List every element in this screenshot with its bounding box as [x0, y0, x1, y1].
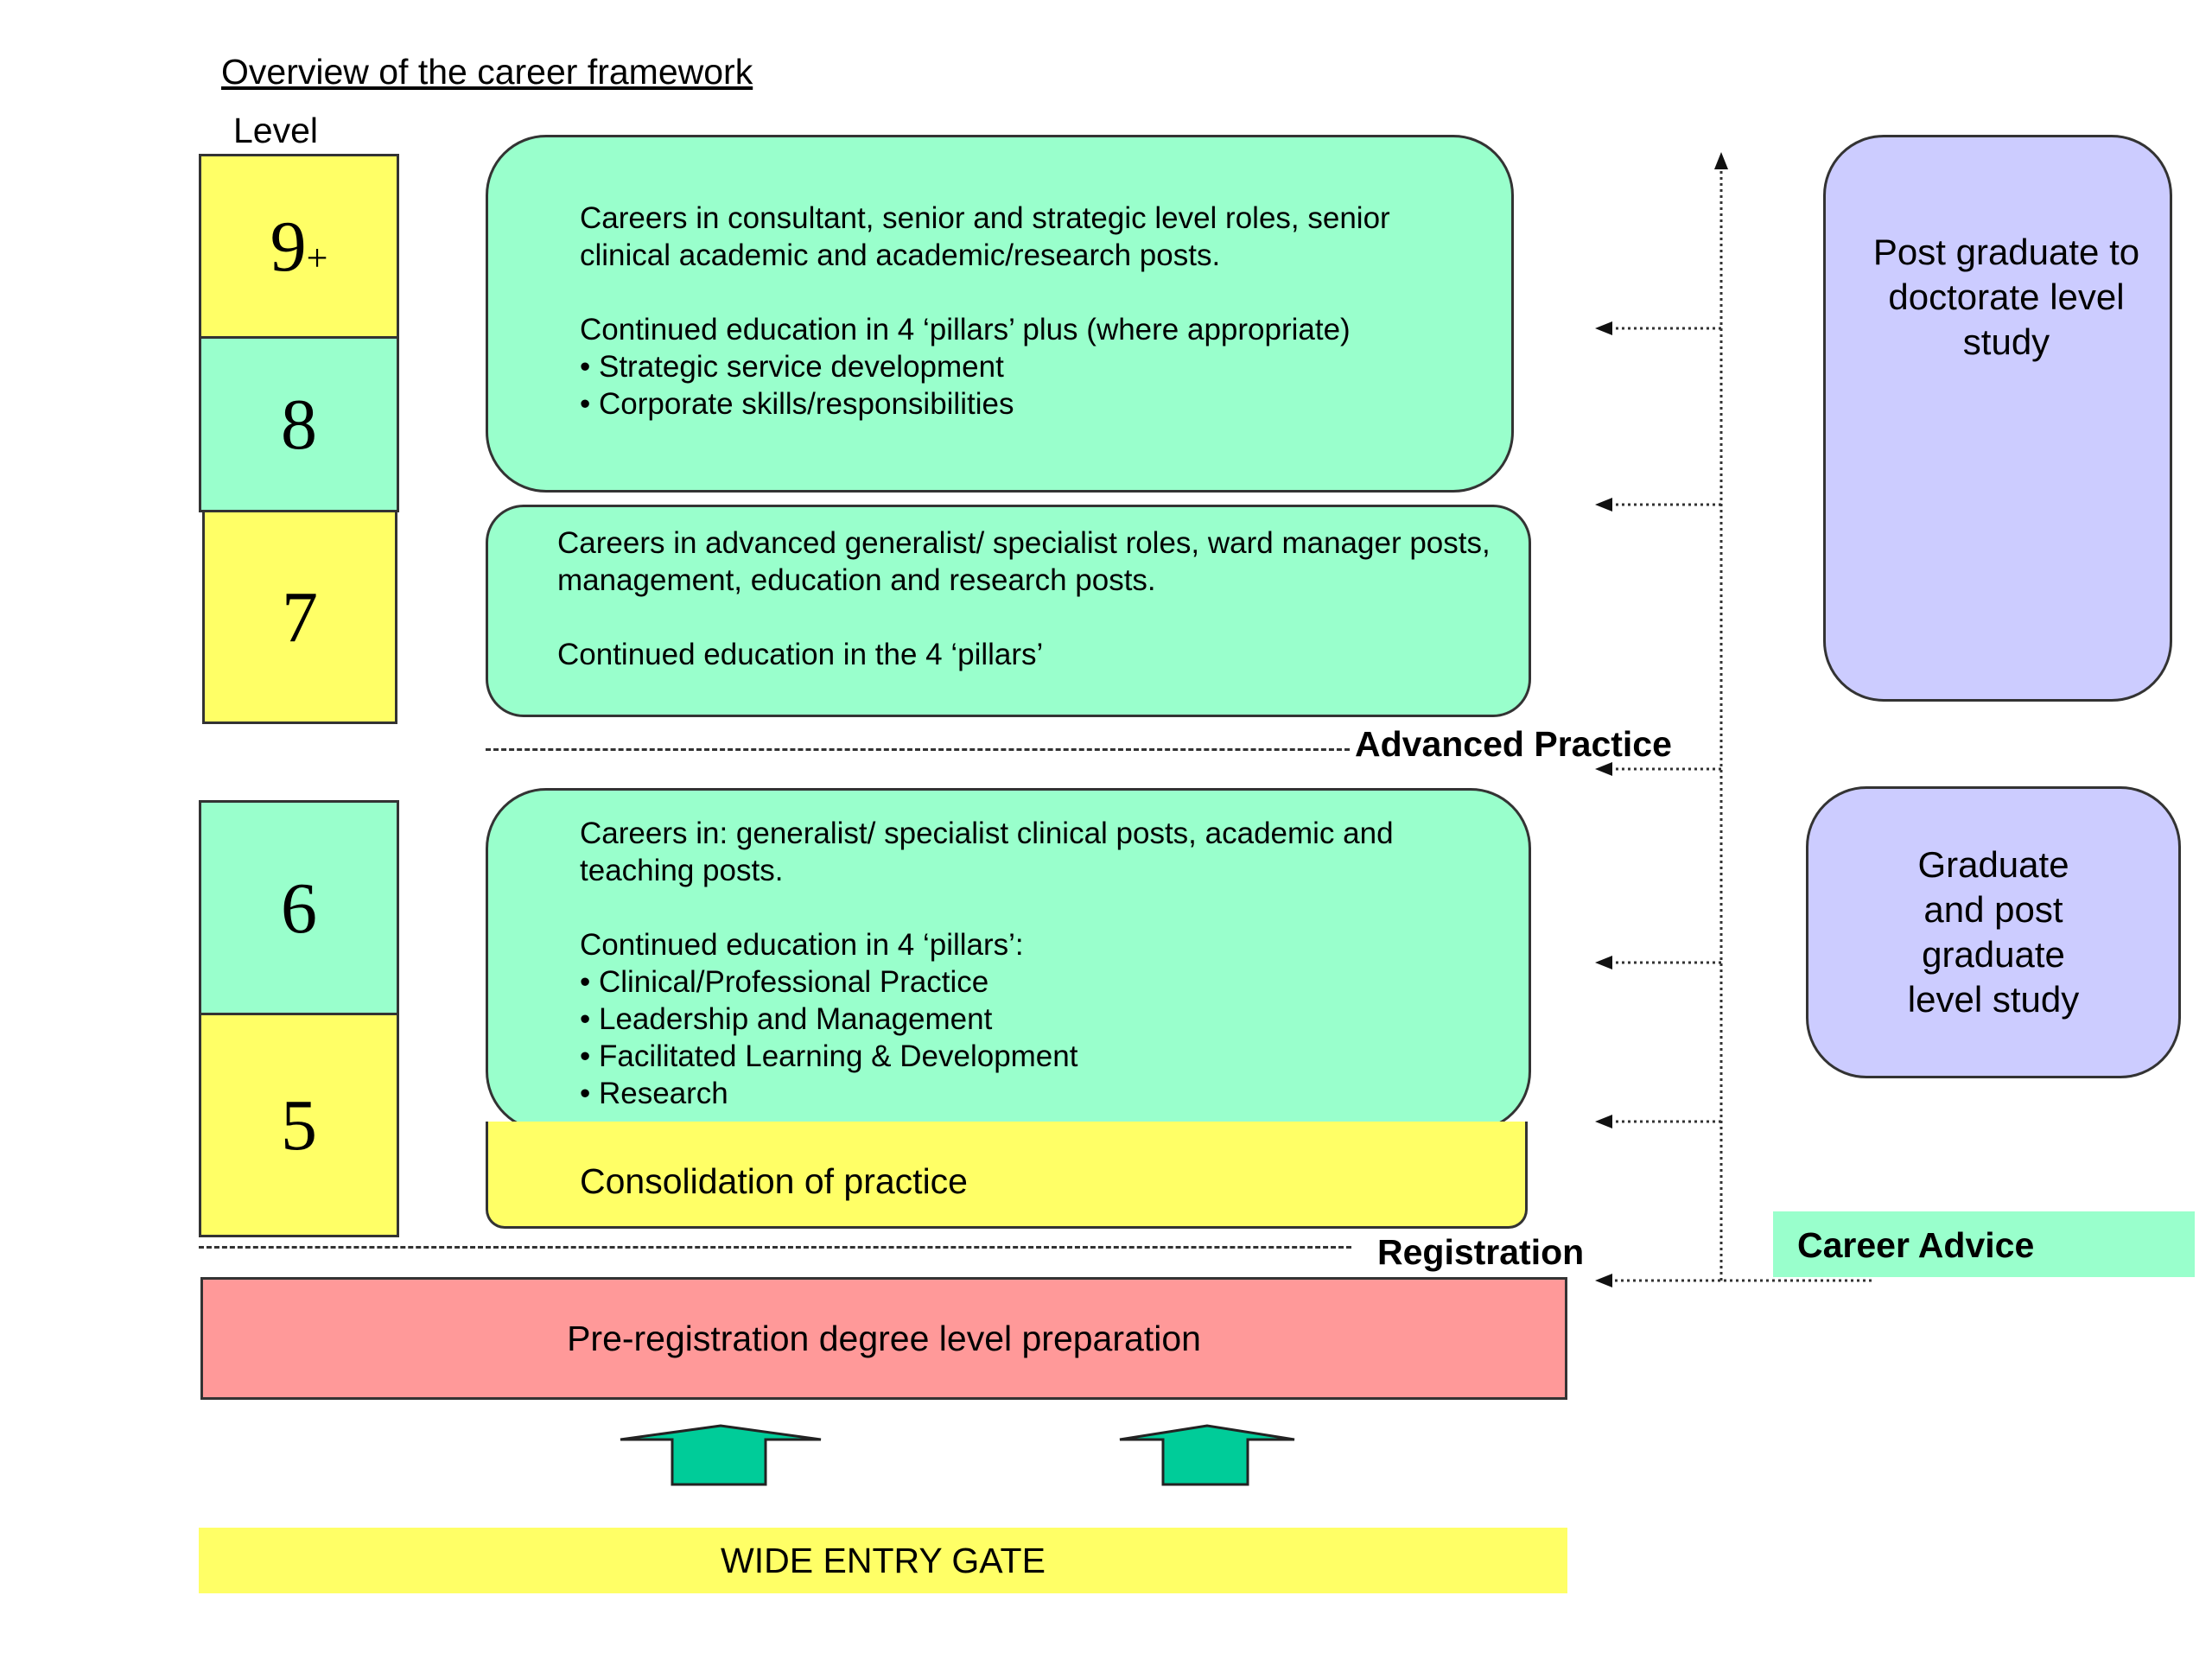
- grad-postgrad-label: Graduate and post graduate level study: [1907, 844, 2080, 1020]
- left-arrowhead-icon: [1595, 762, 1612, 776]
- up-arrow-left-icon: [620, 1424, 822, 1486]
- level-9-plus: 9+: [199, 154, 399, 339]
- advanced-practice-line: [486, 748, 1350, 751]
- clinical-careers-intro: Careers in: generalist/ specialist clini…: [580, 817, 1394, 887]
- clinical-careers-box: Careers in: generalist/ specialist clini…: [486, 788, 1531, 1132]
- wide-entry-gate-bar: WIDE ENTRY GATE: [199, 1528, 1567, 1593]
- bullet-item: Research: [580, 1075, 1494, 1112]
- postgrad-doctorate-box: Post graduate to doctorate level study: [1823, 135, 2172, 702]
- page-title: Overview of the career framework: [221, 52, 753, 92]
- left-arrowhead-icon: [1595, 956, 1612, 969]
- advanced-careers-education: Continued education in the 4 ‘pillars’: [557, 638, 1044, 671]
- senior-careers-bullets: Strategic service development Corporate …: [580, 348, 1477, 423]
- senior-careers-education: Continued education in 4 ‘pillars’ plus …: [580, 313, 1351, 346]
- registration-label: Registration: [1377, 1232, 1585, 1272]
- bullet-item: Facilitated Learning & Development: [580, 1038, 1494, 1075]
- level-8-label: 8: [281, 384, 317, 465]
- senior-careers-box: Careers in consultant, senior and strate…: [486, 135, 1514, 493]
- consolidation-box: Consolidation of practice: [486, 1122, 1528, 1229]
- pre-registration-box: Pre-registration degree level preparatio…: [200, 1277, 1567, 1400]
- senior-careers-intro: Careers in consultant, senior and strate…: [580, 201, 1390, 272]
- pre-registration-label: Pre-registration degree level preparatio…: [567, 1318, 1201, 1358]
- bullet-item: Leadership and Management: [580, 1001, 1494, 1038]
- left-arrowhead-icon: [1595, 1115, 1612, 1128]
- left-arrowhead-icon: [1595, 498, 1612, 512]
- left-arrowhead-icon: [1595, 321, 1612, 335]
- clinical-careers-education: Continued education in 4 ‘pillars’:: [580, 928, 1024, 962]
- left-arrowhead-icon: [1595, 1274, 1612, 1287]
- advanced-practice-label: Advanced Practice: [1355, 724, 1672, 764]
- postgrad-doctorate-label: Post graduate to doctorate level study: [1872, 232, 2140, 362]
- bullet-item: Corporate skills/responsibilities: [580, 385, 1477, 423]
- level-6: 6: [199, 800, 399, 1016]
- registration-line: [199, 1246, 1351, 1249]
- bullet-item: Strategic service development: [580, 348, 1477, 385]
- level-9-plus-label: 9+: [270, 206, 328, 287]
- bullet-item: Clinical/Professional Practice: [580, 963, 1494, 1001]
- advanced-careers-intro: Careers in advanced generalist/ speciali…: [557, 526, 1491, 597]
- level-5: 5: [199, 1013, 399, 1237]
- level-7: 7: [202, 510, 397, 724]
- level-7-label: 7: [282, 576, 318, 658]
- level-5-label: 5: [281, 1084, 317, 1166]
- grad-postgrad-box: Graduate and post graduate level study: [1806, 786, 2181, 1078]
- clinical-careers-bullets: Clinical/Professional Practice Leadershi…: [580, 963, 1494, 1112]
- career-advice-badge: Career Advice: [1773, 1211, 2195, 1277]
- advanced-careers-box: Careers in advanced generalist/ speciali…: [486, 505, 1531, 717]
- consolidation-label: Consolidation of practice: [580, 1161, 968, 1201]
- level-6-label: 6: [281, 868, 317, 949]
- wide-entry-gate-label: WIDE ENTRY GATE: [721, 1540, 1046, 1580]
- up-arrow-right-icon: [1119, 1424, 1295, 1486]
- up-arrowhead-icon: [1714, 152, 1728, 169]
- level-column-label: Level: [233, 111, 319, 150]
